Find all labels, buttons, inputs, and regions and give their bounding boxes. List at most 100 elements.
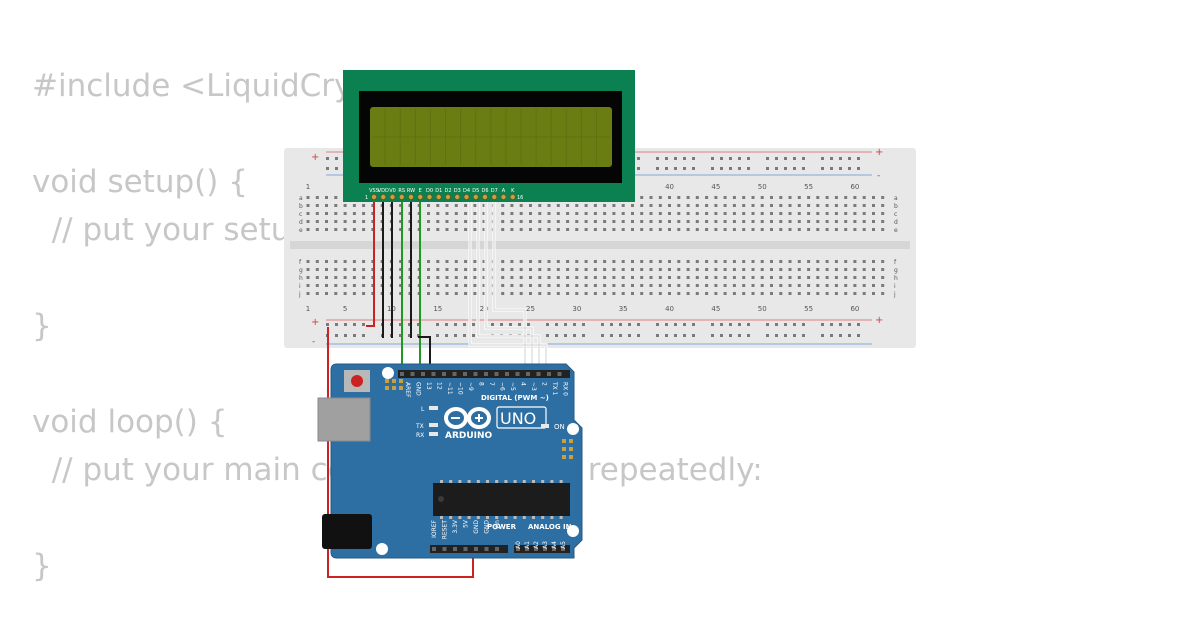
reset-button[interactable]: [351, 375, 363, 387]
lcd-pin: [444, 193, 451, 200]
lcd-pin: [463, 193, 470, 200]
arduino-model: UNO: [500, 409, 536, 428]
chip-pin: [440, 480, 443, 483]
lcd-pin: [472, 193, 479, 200]
wire-vdd[interactable]: [366, 200, 375, 327]
wire-gnd[interactable]: [418, 336, 431, 372]
chip-pin: [476, 480, 480, 483]
analog-pin-label: A2: [533, 541, 540, 549]
lcd-pin-index: 16: [517, 195, 523, 201]
breadboard-row-letter: e: [894, 227, 898, 234]
l-led: [429, 406, 438, 410]
icsp-pin: [562, 447, 566, 451]
breadboard-row-letter: d: [894, 219, 898, 226]
digital-pin-label: ~11: [446, 382, 453, 395]
breadboard-row-letter: d: [299, 219, 303, 226]
analog-pin-label: A4: [551, 541, 558, 549]
icsp-pin: [392, 379, 396, 383]
wires: [327, 200, 548, 578]
arduino-uno[interactable]: UNO ARDUINO DIGITAL (PWM ~) POWER ANALOG…: [317, 363, 583, 559]
header-hole: [543, 547, 547, 551]
header-hole: [410, 372, 415, 376]
header-hole: [452, 372, 457, 376]
atmega-chip: [433, 483, 570, 516]
digital-pin-label: GND: [415, 382, 422, 396]
usb-port[interactable]: [317, 397, 371, 442]
lcd-pin: [509, 193, 516, 200]
header-hole: [442, 372, 446, 376]
chip-pin: [458, 480, 462, 483]
lcd-pin-label: E: [419, 188, 422, 194]
code-line: void loop() {: [32, 404, 228, 440]
breadboard-row-letter: c: [894, 211, 897, 218]
header-hole: [474, 547, 478, 551]
power-pin-label: 3.3V: [452, 519, 459, 534]
lcd-pin-label: VSS: [369, 188, 379, 194]
header-hole: [463, 547, 468, 551]
breadboard-row-letter: c: [299, 211, 302, 218]
power-label: POWER: [487, 523, 517, 531]
l-label: L: [421, 406, 425, 413]
breadboard-row-letter: j: [298, 291, 301, 298]
power-header[interactable]: [430, 545, 508, 553]
breadboard-row-letter: b: [299, 203, 303, 210]
digital-pin-label: ~9: [467, 382, 474, 391]
power-pin-label: IOREF: [431, 519, 438, 537]
lcd-pin-label: K: [511, 188, 515, 194]
header-hole: [526, 372, 530, 376]
breadboard-col-number: 50: [758, 305, 767, 313]
on-led: [541, 424, 549, 428]
lcd-character-cells: [372, 109, 610, 165]
chip-pin: [504, 516, 508, 519]
chip-pin: [513, 480, 517, 483]
lcd-pin: [454, 193, 461, 200]
lcd-pin: [500, 193, 507, 200]
analog-pin-label: A0: [515, 541, 522, 549]
digital-pin-label: 8: [478, 382, 485, 386]
breadboard-row-letter: f: [894, 259, 897, 266]
chip-pin: [449, 516, 453, 519]
breadboard-row-letter: h: [894, 275, 898, 282]
chip-pin: [559, 516, 563, 519]
icsp-pin: [392, 386, 396, 390]
icsp-pin: [385, 386, 389, 390]
digital-pin-label: ~5: [509, 382, 516, 391]
rail-plus-label: +: [311, 317, 319, 328]
power-pin-label: 5V: [463, 519, 470, 528]
rail-plus-label: +: [875, 315, 883, 326]
header-holes: [400, 372, 565, 551]
lcd-pin: [380, 193, 387, 200]
mounting-hole: [567, 525, 579, 537]
chip-pin: [467, 480, 471, 483]
digital-label: DIGITAL (PWM ~): [481, 394, 549, 402]
header-hole: [536, 372, 541, 376]
chip-pin: [532, 516, 535, 519]
analog-header[interactable]: [514, 545, 570, 553]
power-jack[interactable]: [322, 514, 372, 549]
breadboard-col-number: 5: [343, 305, 347, 313]
rx-led: [429, 432, 438, 436]
chip-pin: [513, 516, 517, 519]
breadboard-row-letter: g: [894, 267, 898, 274]
mounting-hole: [376, 543, 388, 555]
breadboard-col-number: 50: [758, 183, 767, 191]
header-hole: [534, 547, 538, 551]
icsp-pin: [385, 379, 389, 383]
wire-5v[interactable]: [327, 327, 474, 578]
header-hole: [484, 547, 489, 551]
lcd-pin: [426, 193, 433, 200]
lcd-pin-label: D4: [463, 188, 470, 194]
icsp-pin: [562, 439, 566, 443]
digital-pin-label: ~10: [457, 382, 464, 395]
rx-label: RX: [416, 432, 424, 439]
chip-pin: [486, 516, 489, 519]
power-pin-label: GND: [473, 520, 480, 534]
breadboard-row-letter: a: [894, 195, 898, 202]
lcd-pin-label: D1: [435, 188, 442, 194]
power-pin-label: Vin: [494, 520, 501, 530]
chip-pin: [495, 480, 499, 483]
lcd-pin-label: D5: [472, 188, 479, 194]
